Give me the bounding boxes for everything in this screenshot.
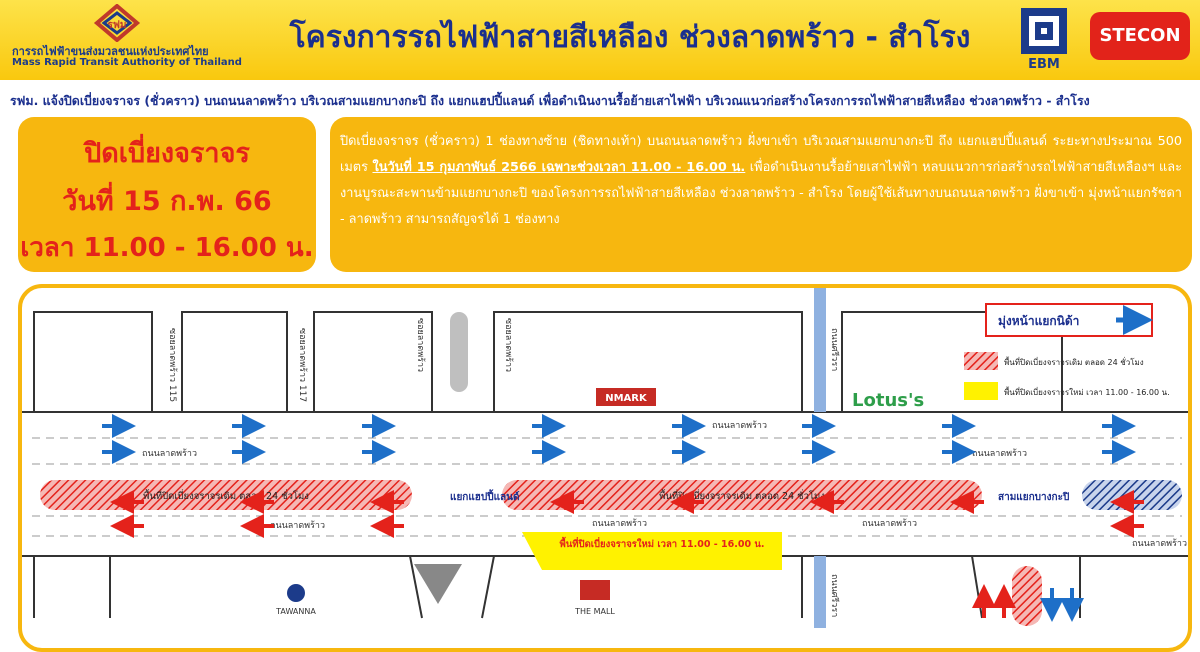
summary-title: ปิดเบี่ยงจราจร — [84, 138, 250, 169]
junction-label-happyland: แยกแฮปปี้แลนด์ — [450, 489, 520, 503]
landmark-tawanna-icon — [287, 584, 305, 602]
landmark-nmark-logo — [596, 388, 656, 406]
legend-label-new: พื้นที่ปิดเบี่ยงจราจรใหม่ เวลา 11.00 - 1… — [1004, 386, 1170, 397]
soi-label-ladprao-1: ซอยลาดพร้าว — [415, 318, 426, 372]
org-name-english: Mass Rapid Transit Authority of Thailand — [12, 57, 242, 68]
notice-text: รฟม. แจ้งปิดเบี่ยงจราจร (ชั่วคราว) บนถนน… — [10, 93, 1090, 108]
header-bar: รฟม การรถไฟฟ้าขนส่งมวลชนแห่งประเทศไทย Ma… — [0, 0, 1200, 80]
road-label-ladprao-5: ถนนลาดพร้าว — [862, 518, 917, 529]
landmark-tawanna: TAWANNA — [275, 607, 316, 616]
org-name-thai: การรถไฟฟ้าขนส่งมวลชนแห่งประเทศไทย — [12, 45, 209, 58]
legend-swatch-new — [964, 382, 998, 400]
landmark-mall-logo — [580, 580, 610, 600]
svg-text:รฟม: รฟม — [107, 19, 126, 31]
summary-date: วันที่ 15 ก.พ. 66 — [62, 186, 272, 217]
canal-south — [814, 556, 826, 628]
junction-label-bangkapi: สามแยกบางกะปิ — [998, 491, 1069, 503]
traffic-map: พื้นที่ปิดเบี่ยงจราจรเดิม ตลอด 24 ชั่วโม… — [18, 284, 1192, 652]
direction-label: มุ่งหน้าแยกนิด้า — [998, 314, 1079, 329]
traffic-arrows — [102, 414, 1144, 622]
detail-highlight: ในวันที่ 15 กุมภาพันธ์ 2566 เฉพาะช่วงเวล… — [372, 160, 746, 175]
detail-text: ปิดเบี่ยงจราจร (ชั่วคราว) 1 ช่องทางซ้าย … — [340, 129, 1182, 233]
page-title: โครงการรถไฟฟ้าสายสีเหลือง ช่วงลาดพร้าว -… — [289, 20, 971, 55]
summary-time: เวลา 11.00 - 16.00 น. — [20, 233, 314, 263]
road-label-ladprao-2: ถนนลาดพร้าว — [270, 520, 325, 531]
svg-text:EBM: EBM — [1028, 57, 1060, 72]
median-triangle — [414, 564, 462, 604]
zone-label-24h-west: พื้นที่ปิดเบี่ยงจราจรเดิม ตลอด 24 ชั่วโม… — [143, 489, 309, 502]
legend-label-24h: พื้นที่ปิดเบี่ยงจราจรเดิม ตลอด 24 ชั่วโม… — [1004, 356, 1144, 367]
road-label-ladprao-6: ถนนลาดพร้าว — [972, 448, 1027, 459]
detail-part-1: ปิดเบี่ยงจราจร (ชั่วคราว) 1 ช่องทางซ้าย … — [340, 134, 1182, 175]
summary-box: ปิดเบี่ยงจราจร วันที่ 15 ก.พ. 66 เวลา 11… — [18, 117, 316, 272]
road-label-ladprao-4: ถนนลาดพร้าว — [592, 518, 647, 529]
detail-part-2: เพื่อดำเนินงานรื้อย้ายเสาไฟฟ้า หลบแนวการ… — [340, 160, 1182, 227]
landmark-mall: THE MALL — [574, 607, 615, 616]
mrta-logo-icon: รฟม — [93, 4, 141, 42]
road-label-sriwara-south: ถนนศรีวรา — [829, 574, 840, 617]
closed-zone-24h-east — [502, 480, 982, 510]
zone-label-new: พื้นที่ปิดเบี่ยงจราจรใหม่ เวลา 11.00 - 1… — [560, 536, 765, 550]
canal-north — [814, 288, 826, 412]
ebm-logo-icon: EBM — [1021, 8, 1067, 72]
legend-swatch-24h — [964, 352, 998, 370]
road-label-ladprao-7: ถนนลาดพร้าว — [1132, 538, 1187, 549]
zone-label-24h-east: พื้นที่ปิดเบี่ยงจราจรเดิม ตลอด 24 ชั่วโม… — [659, 489, 825, 502]
traffic-map-canvas: พื้นที่ปิดเบี่ยงจราจรเดิม ตลอด 24 ชั่วโม… — [22, 288, 1188, 628]
road-label-ladprao-3: ถนนลาดพร้าว — [712, 420, 767, 431]
stecon-logo: STECON — [1090, 12, 1190, 60]
closed-zone-south — [1012, 566, 1042, 626]
road-label-sriwara-north: ถนนศรีวรา — [829, 328, 840, 371]
landmark-lotus: Lotus's — [852, 390, 924, 411]
closed-zone-new — [522, 532, 782, 570]
flyover-pillar — [450, 312, 468, 392]
detail-box: ปิดเบี่ยงจราจร (ชั่วคราว) 1 ช่องทางซ้าย … — [330, 117, 1192, 272]
soi-label-115: ซอยลาดพร้าว 115 — [167, 328, 178, 402]
road-label-ladprao-1: ถนนลาดพร้าว — [142, 448, 197, 459]
soi-label-ladprao-2: ซอยลาดพร้าว — [503, 318, 514, 372]
soi-label-117: ซอยลาดพร้าว 117 — [297, 328, 308, 402]
closed-zone-bangkapi — [1082, 480, 1182, 510]
landmark-nmark: NMARK — [605, 393, 648, 404]
